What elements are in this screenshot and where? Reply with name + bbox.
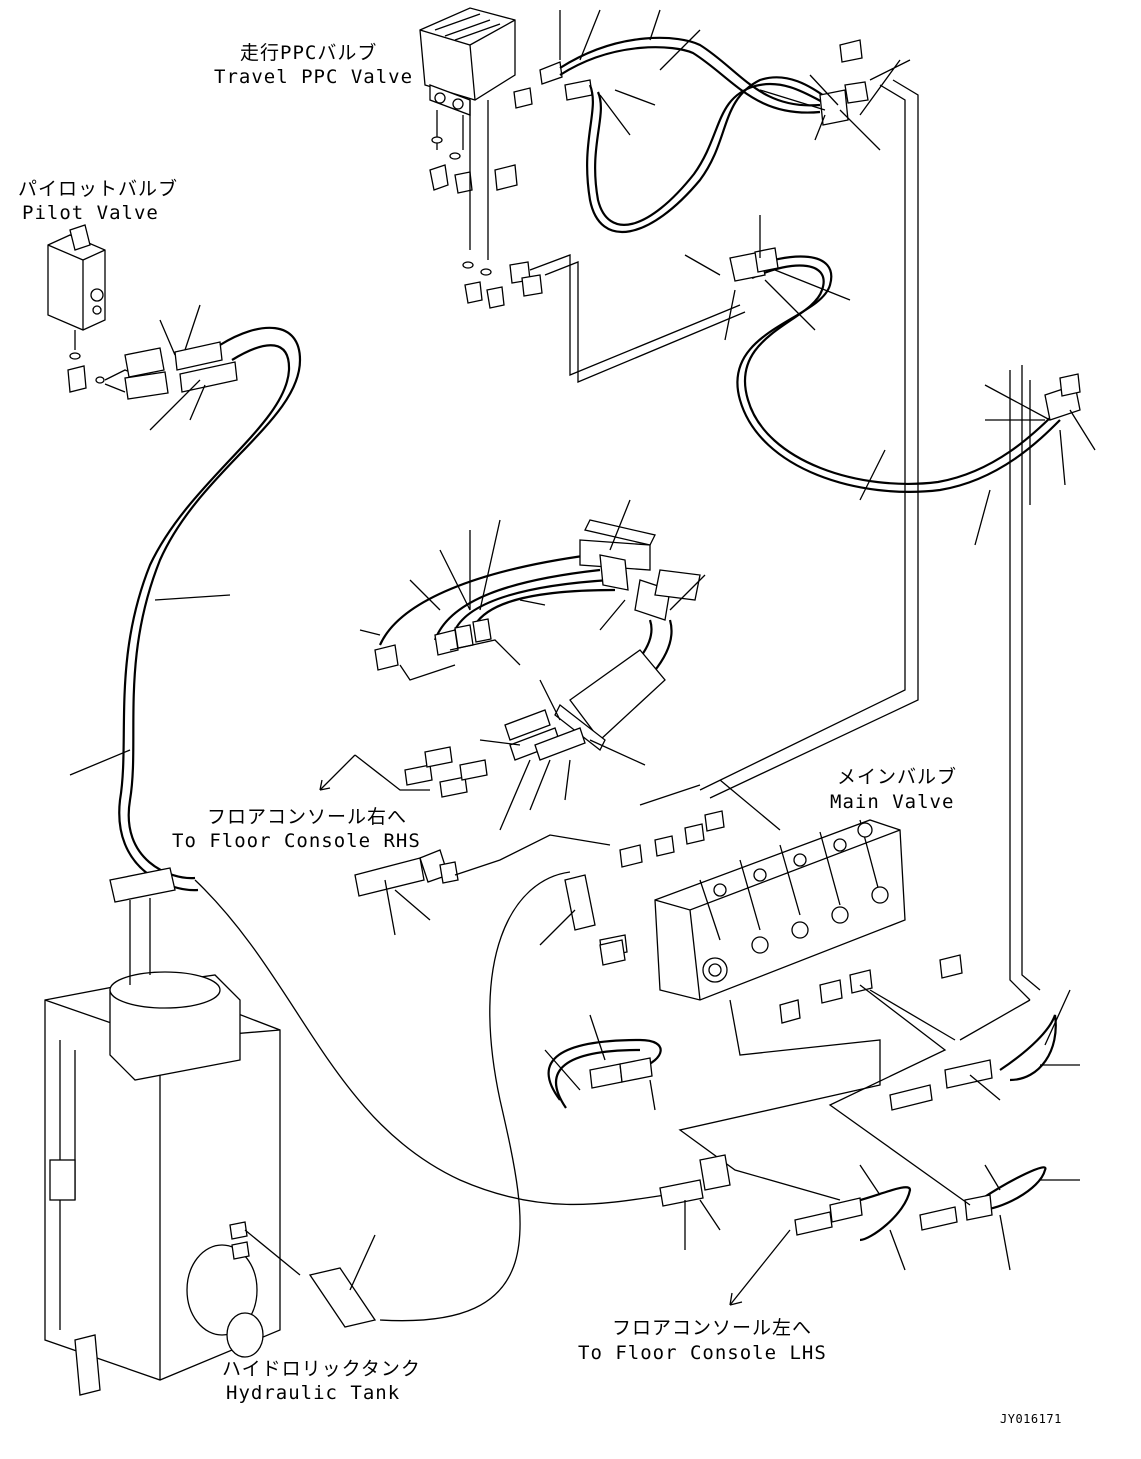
hydraulic-tank-drawing <box>44 867 377 1396</box>
travel-return-lines <box>529 247 1081 493</box>
main-valve-drawing <box>599 779 963 1024</box>
pilot-valve-label-en: Pilot Valve <box>22 202 159 224</box>
pilot-valve-label-jp: パイロットバルブ <box>18 178 179 200</box>
callout-leaders <box>69 9 1096 1291</box>
hydraulic-tank-label-jp: ハイドロリックタンク <box>222 1358 421 1380</box>
main-valve-hoses <box>547 984 1057 1242</box>
tank-return-hose <box>194 871 731 1322</box>
floor-console-rhs-label-en: To Floor Console RHS <box>172 830 421 852</box>
floor-console-rhs-label-jp: フロアコンソール右へ <box>207 806 408 828</box>
drawing-reference-number: JY016171 <box>1000 1412 1062 1426</box>
travel-ppc-hoses <box>559 36 911 234</box>
rhs-hose <box>354 834 611 897</box>
main-valve-label-jp: メインバルブ <box>837 766 958 788</box>
right-pipe-bundle <box>699 79 1041 1001</box>
travel-ppc-valve-label-en: Travel PPC Valve <box>214 66 414 88</box>
swivel-joint-bundle <box>354 519 701 798</box>
hydraulic-tank-label-en: Hydraulic Tank <box>226 1382 401 1404</box>
floor-console-lhs-label-en: To Floor Console LHS <box>578 1342 827 1364</box>
floor-console-arrows <box>319 754 791 1306</box>
travel-ppc-valve-label-jp: 走行PPCバルブ <box>240 42 378 64</box>
pilot-return-hose <box>118 326 302 892</box>
main-valve-label-en: Main Valve <box>830 791 955 813</box>
floor-console-lhs-label-jp: フロアコンソール左へ <box>612 1317 813 1339</box>
pilot-valve-drawing <box>47 224 238 400</box>
travel-ppc-valve-drawing <box>419 7 593 309</box>
